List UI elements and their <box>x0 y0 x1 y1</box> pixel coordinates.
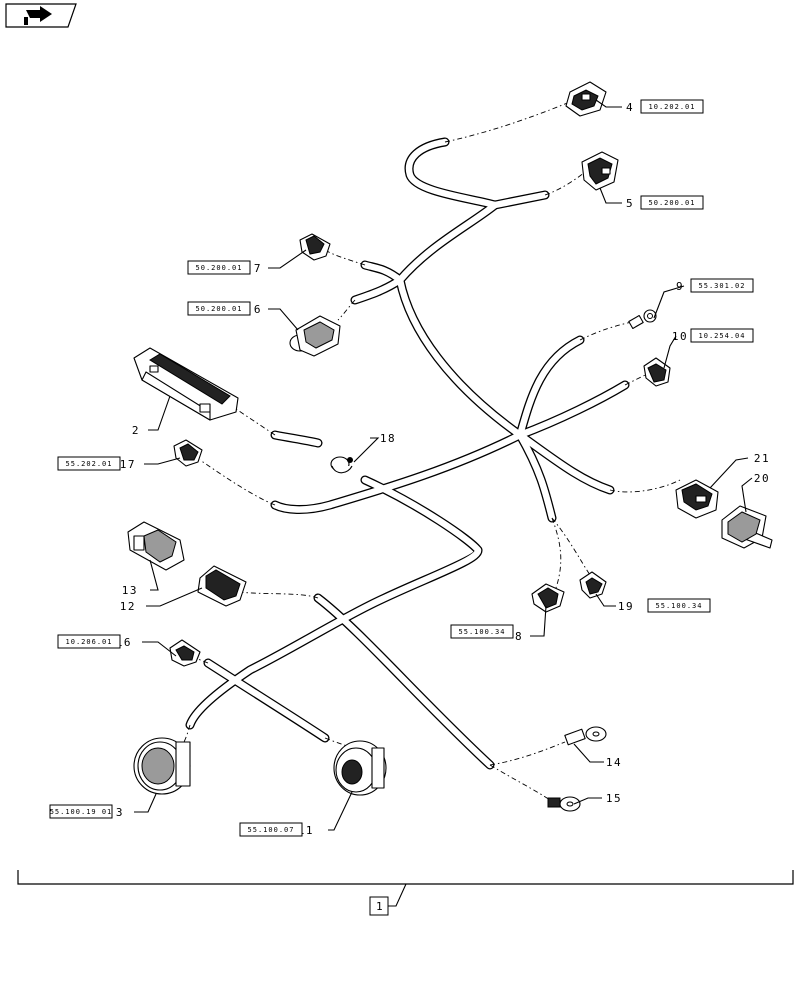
callout-21: 21 <box>754 452 770 465</box>
return-arrow-icon[interactable] <box>5 3 77 28</box>
connector-21 <box>675 479 719 519</box>
callout-number: 6 <box>254 303 262 316</box>
reference-link[interactable]: 10.254.04 <box>699 332 746 340</box>
callout-14: 14 <box>606 756 622 769</box>
reference-box[interactable] <box>187 301 251 316</box>
callout-8: 8 55.100.34 <box>450 624 523 643</box>
callout-number: 1 <box>376 900 384 913</box>
callout-number: 17 <box>120 458 136 471</box>
callout-number: 21 <box>754 452 770 465</box>
reference-link[interactable]: 55.100.34 <box>656 602 703 610</box>
connector-4 <box>565 81 607 117</box>
round-connector-11 <box>333 740 387 796</box>
callout-number: 12 <box>120 600 136 613</box>
callout-box <box>369 896 389 916</box>
callout-17: 17 55.202.01 <box>57 456 136 471</box>
reference-box[interactable] <box>239 822 303 837</box>
callout-18: 18 <box>380 432 396 445</box>
ring-terminal-14 <box>564 726 607 746</box>
connector-19 <box>579 571 607 599</box>
clamp-18 <box>330 456 353 474</box>
callout-12: 12 <box>120 600 136 613</box>
relay-20 <box>721 505 773 549</box>
reference-link[interactable]: 55.100.19 01 <box>50 808 113 816</box>
callout-7: 7 50.200.01 <box>187 260 262 275</box>
reference-box[interactable] <box>647 598 711 613</box>
callout-number: 14 <box>606 756 622 769</box>
callout-10: 10 10.254.04 <box>672 328 754 343</box>
callout-20: 20 <box>754 472 770 485</box>
callout-9: 9 55.301.02 <box>676 278 754 293</box>
reference-box[interactable] <box>640 99 704 114</box>
callout-number: 18 <box>380 432 396 445</box>
assembly-bracket <box>17 870 794 907</box>
reference-link[interactable]: 55.100.34 <box>459 628 506 636</box>
callout-number: 15 <box>606 792 622 805</box>
callout-number: 4 <box>626 101 634 114</box>
callout-number: 10 <box>672 330 688 343</box>
ring-terminal-9 <box>628 309 657 330</box>
ring-terminal-15 <box>547 796 581 812</box>
connector-5 <box>581 151 619 191</box>
reference-link[interactable]: 50.200.01 <box>649 199 696 207</box>
callout-2: 2 <box>132 424 140 437</box>
callout-number: 7 <box>254 262 262 275</box>
harness-trunks <box>185 137 630 770</box>
reference-link[interactable]: 55.202.01 <box>66 460 113 468</box>
reference-box[interactable] <box>690 328 754 343</box>
callout-number: 2 <box>132 424 140 437</box>
callout-5: 5 50.200.01 <box>626 195 704 210</box>
connector-16 <box>169 639 201 667</box>
connector-10 <box>643 357 671 387</box>
callout-number: 19 <box>618 600 634 613</box>
reference-link[interactable]: 10.202.01 <box>649 103 696 111</box>
reference-link[interactable]: 55.301.02 <box>699 282 746 290</box>
callout-number: 9 <box>676 280 684 293</box>
callout-1: 1 <box>369 896 389 916</box>
reference-link[interactable]: 55.100.07 <box>248 826 295 834</box>
connector-12 <box>197 565 247 607</box>
reference-box[interactable] <box>450 624 514 639</box>
connector-8 <box>531 583 565 613</box>
reference-link[interactable]: 10.206.01 <box>66 638 113 646</box>
connector-13 <box>127 521 185 571</box>
reference-box[interactable] <box>57 456 121 471</box>
callout-number: 8 <box>515 630 523 643</box>
connector-6 <box>289 315 341 357</box>
callout-6: 6 50.200.01 <box>187 301 262 316</box>
connector-7 <box>299 233 331 261</box>
reference-link[interactable]: 50.200.01 <box>196 264 243 272</box>
ecu-connector-2 <box>133 347 239 421</box>
callout-3: 355.100.19 01 <box>49 804 124 819</box>
reference-link[interactable]: 50.200.01 <box>196 305 243 313</box>
callout-15: 15 <box>606 792 622 805</box>
callout-number: 20 <box>754 472 770 485</box>
leader-lines <box>134 99 753 831</box>
callout-4: 4 10.202.01 <box>626 99 704 114</box>
reference-box[interactable] <box>690 278 754 293</box>
reference-box[interactable] <box>57 634 121 649</box>
callout-number: 13 <box>122 584 138 597</box>
connector-17 <box>173 439 203 467</box>
reference-box[interactable] <box>640 195 704 210</box>
round-connector-3 <box>133 737 191 795</box>
callout-19: 19 55.100.34 <box>618 598 711 613</box>
reference-box[interactable] <box>49 804 113 819</box>
reference-box[interactable] <box>187 260 251 275</box>
callout-13: 13 <box>122 584 138 597</box>
callout-number: 3 <box>116 806 124 819</box>
callout-number: 5 <box>626 197 634 210</box>
